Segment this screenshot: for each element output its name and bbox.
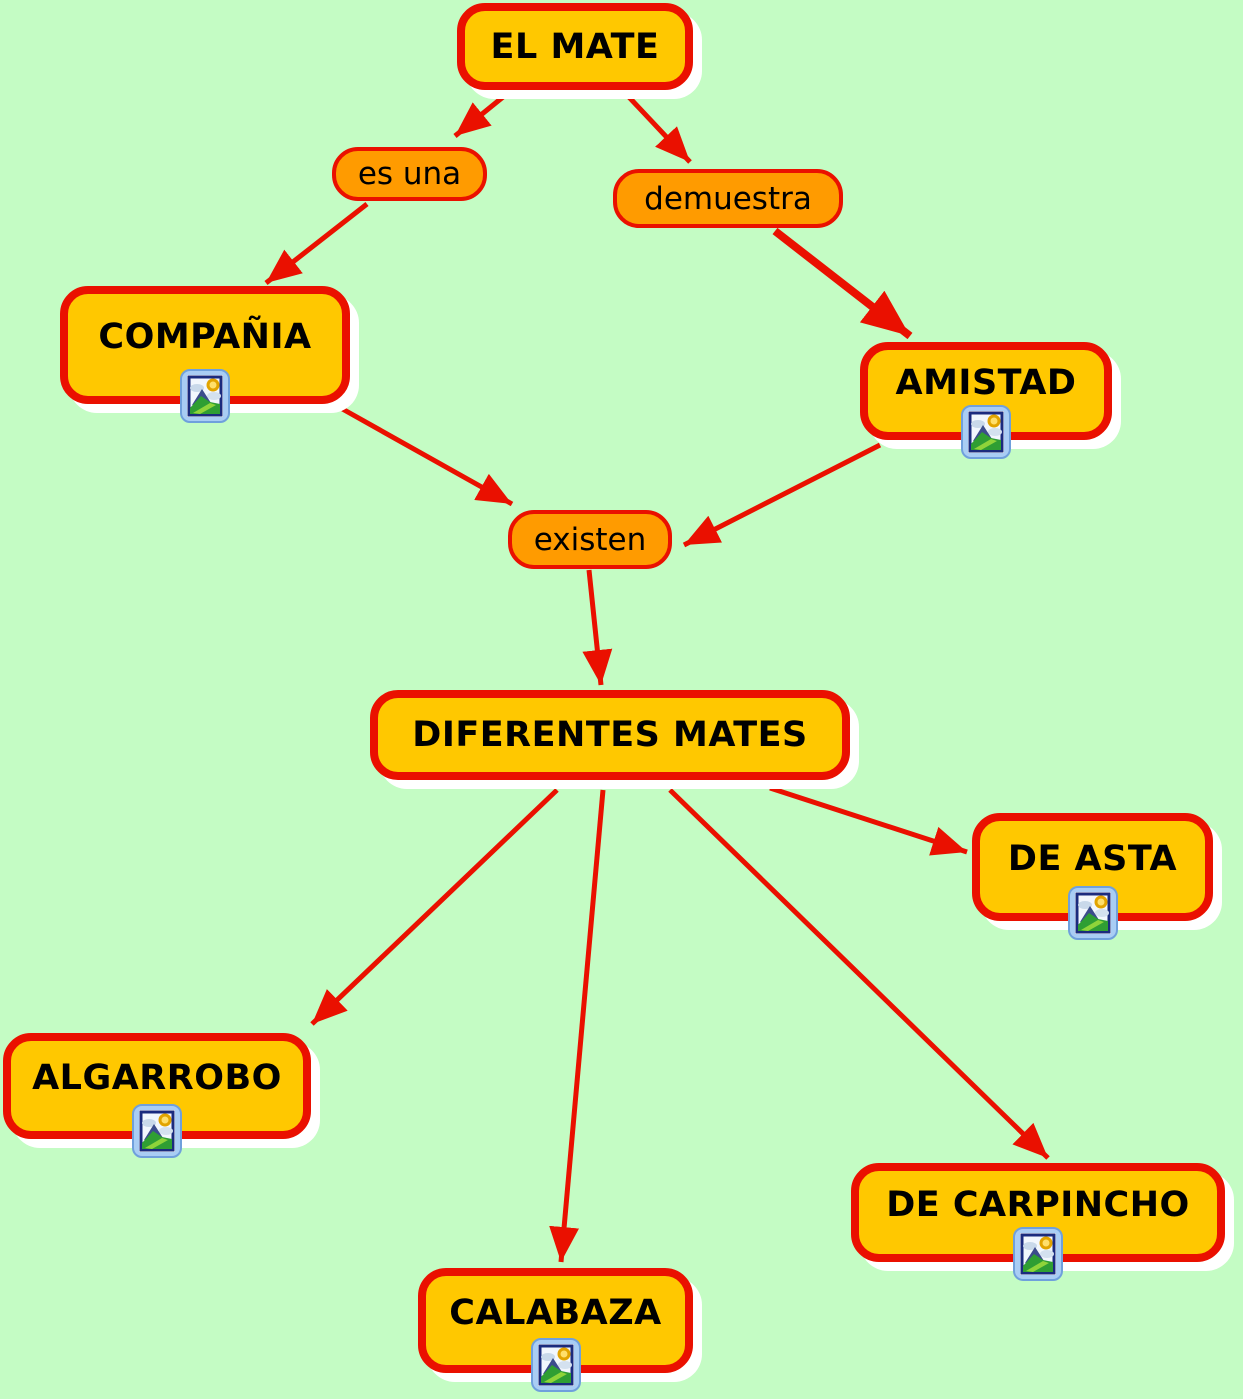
node-label: EL MATE — [490, 26, 660, 67]
image-resource-icon[interactable] — [132, 1104, 182, 1158]
linking-phrase-label: es una — [357, 156, 462, 192]
image-resource-icon[interactable] — [531, 1338, 581, 1392]
linking-phrase-es-una[interactable]: es una — [332, 147, 487, 201]
node-label: AMISTAD — [895, 363, 1077, 403]
edge-diferentes-mates-to-calabaza — [549, 789, 606, 1263]
linking-phrase-demuestra[interactable]: demuestra — [613, 169, 843, 228]
edge-el-mate-to-es-una — [453, 95, 505, 138]
edge-es-una-to-compania — [264, 202, 369, 285]
node-el-mate[interactable]: EL MATE — [457, 3, 693, 90]
node-diferentes-mates[interactable]: DIFERENTES MATES — [370, 690, 850, 780]
edge-compania-to-existen — [328, 399, 514, 507]
linking-phrase-label: demuestra — [644, 180, 812, 217]
edge-diferentes-mates-to-algarrobo — [310, 788, 559, 1026]
image-resource-icon[interactable] — [180, 369, 230, 423]
edge-demuestra-to-amistad — [772, 227, 913, 340]
edge-amistad-to-existen — [682, 442, 882, 548]
edge-diferentes-mates-to-de-asta — [769, 785, 968, 856]
edge-existen-to-diferentes-mates — [582, 569, 613, 686]
node-label: DE ASTA — [1007, 839, 1178, 879]
node-algarrobo[interactable]: ALGARROBO — [3, 1033, 311, 1139]
node-label: CALABAZA — [449, 1292, 662, 1333]
node-label: DIFERENTES MATES — [412, 715, 808, 755]
node-compania[interactable]: COMPAÑIA — [60, 286, 350, 404]
image-resource-icon[interactable] — [1068, 886, 1118, 940]
node-calabaza[interactable]: CALABAZA — [418, 1268, 693, 1373]
node-amistad[interactable]: AMISTAD — [860, 342, 1112, 440]
image-resource-icon[interactable] — [1013, 1227, 1063, 1281]
image-resource-icon[interactable] — [961, 405, 1011, 459]
node-label: ALGARROBO — [32, 1058, 282, 1098]
linking-phrase-label: existen — [533, 521, 647, 558]
linking-phrase-existen[interactable]: existen — [508, 510, 672, 569]
node-de-carpincho[interactable]: DE CARPINCHO — [851, 1163, 1225, 1262]
node-label: DE CARPINCHO — [886, 1184, 1190, 1225]
node-de-asta[interactable]: DE ASTA — [972, 813, 1213, 921]
node-label: COMPAÑIA — [98, 317, 312, 357]
edge-diferentes-mates-to-de-carpincho — [668, 788, 1050, 1160]
edge-el-mate-to-demuestra — [625, 93, 692, 164]
